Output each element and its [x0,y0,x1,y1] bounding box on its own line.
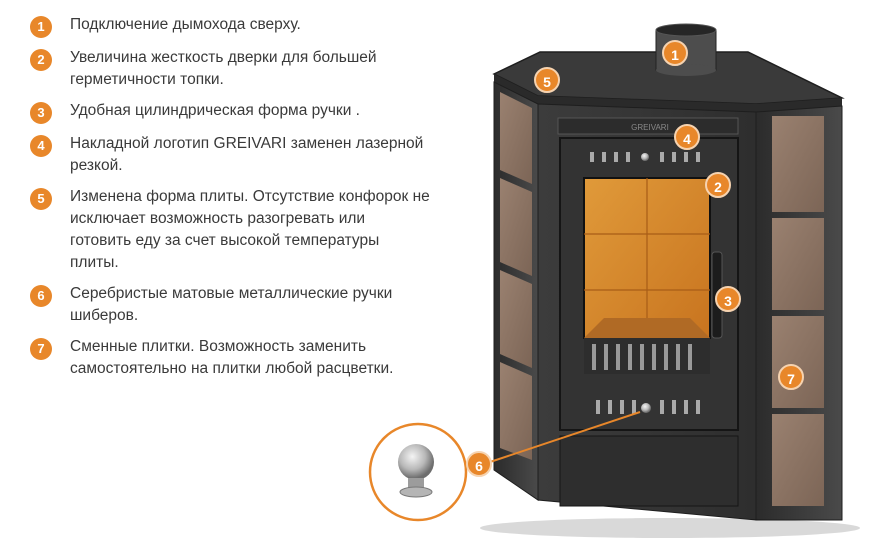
feature-number-badge: 2 [30,49,52,71]
tile [500,92,532,184]
feature-item: 2 Увеличина жесткость дверки для большей… [30,47,430,91]
feature-text: Сменные плитки. Возможность заменить сам… [70,338,394,377]
feature-item: 3 Удобная цилиндрическая форма ручки . [30,100,430,124]
feature-item: 6 Серебристые матовые металлические ручк… [30,283,430,327]
callout-badge: 3 [715,286,741,312]
feature-item: 7 Сменные плитки. Возможность заменить с… [30,336,430,380]
feature-number-badge: 1 [30,16,52,38]
tile [500,270,532,368]
feature-text: Накладной логотип GREIVARI заменен лазер… [70,135,424,174]
feature-list: 1 Подключение дымохода сверху. 2 Увеличи… [30,14,430,389]
callout-badge: 7 [778,364,804,390]
feature-item: 4 Накладной логотип GREIVARI заменен лаз… [30,133,430,177]
knob-detail [398,444,434,480]
feature-number-badge: 4 [30,135,52,157]
callout-badge: 2 [705,172,731,198]
top-damper-slots [590,152,700,162]
feature-text: Серебристые матовые металлические ручки … [70,285,393,324]
bottom-damper-slots [596,400,700,414]
callout-badge: 6 [466,451,492,477]
feature-text: Изменена форма плиты. Отсутствие конфоро… [70,188,430,271]
tile [772,116,824,212]
grate [584,338,710,374]
callout-badge: 5 [534,67,560,93]
feature-number-badge: 7 [30,338,52,360]
feature-number-badge: 5 [30,188,52,210]
feature-text: Подключение дымохода сверху. [70,16,301,33]
feature-item: 5 Изменена форма плиты. Отсутствие конфо… [30,186,430,274]
tile [500,362,532,460]
tile [772,316,824,408]
feature-number-badge: 6 [30,285,52,307]
feature-item: 1 Подключение дымохода сверху. [30,14,430,38]
feature-text: Увеличина жесткость дверки для большей г… [70,49,377,88]
tile [500,178,532,276]
ash-drawer [559,435,739,507]
callout-badge: 1 [662,40,688,66]
tile [772,414,824,506]
callout-badge: 4 [674,124,700,150]
tile [772,218,824,310]
logo-text: GREIVARI [631,123,669,132]
feature-number-badge: 3 [30,102,52,124]
feature-text: Удобная цилиндрическая форма ручки . [70,102,360,119]
